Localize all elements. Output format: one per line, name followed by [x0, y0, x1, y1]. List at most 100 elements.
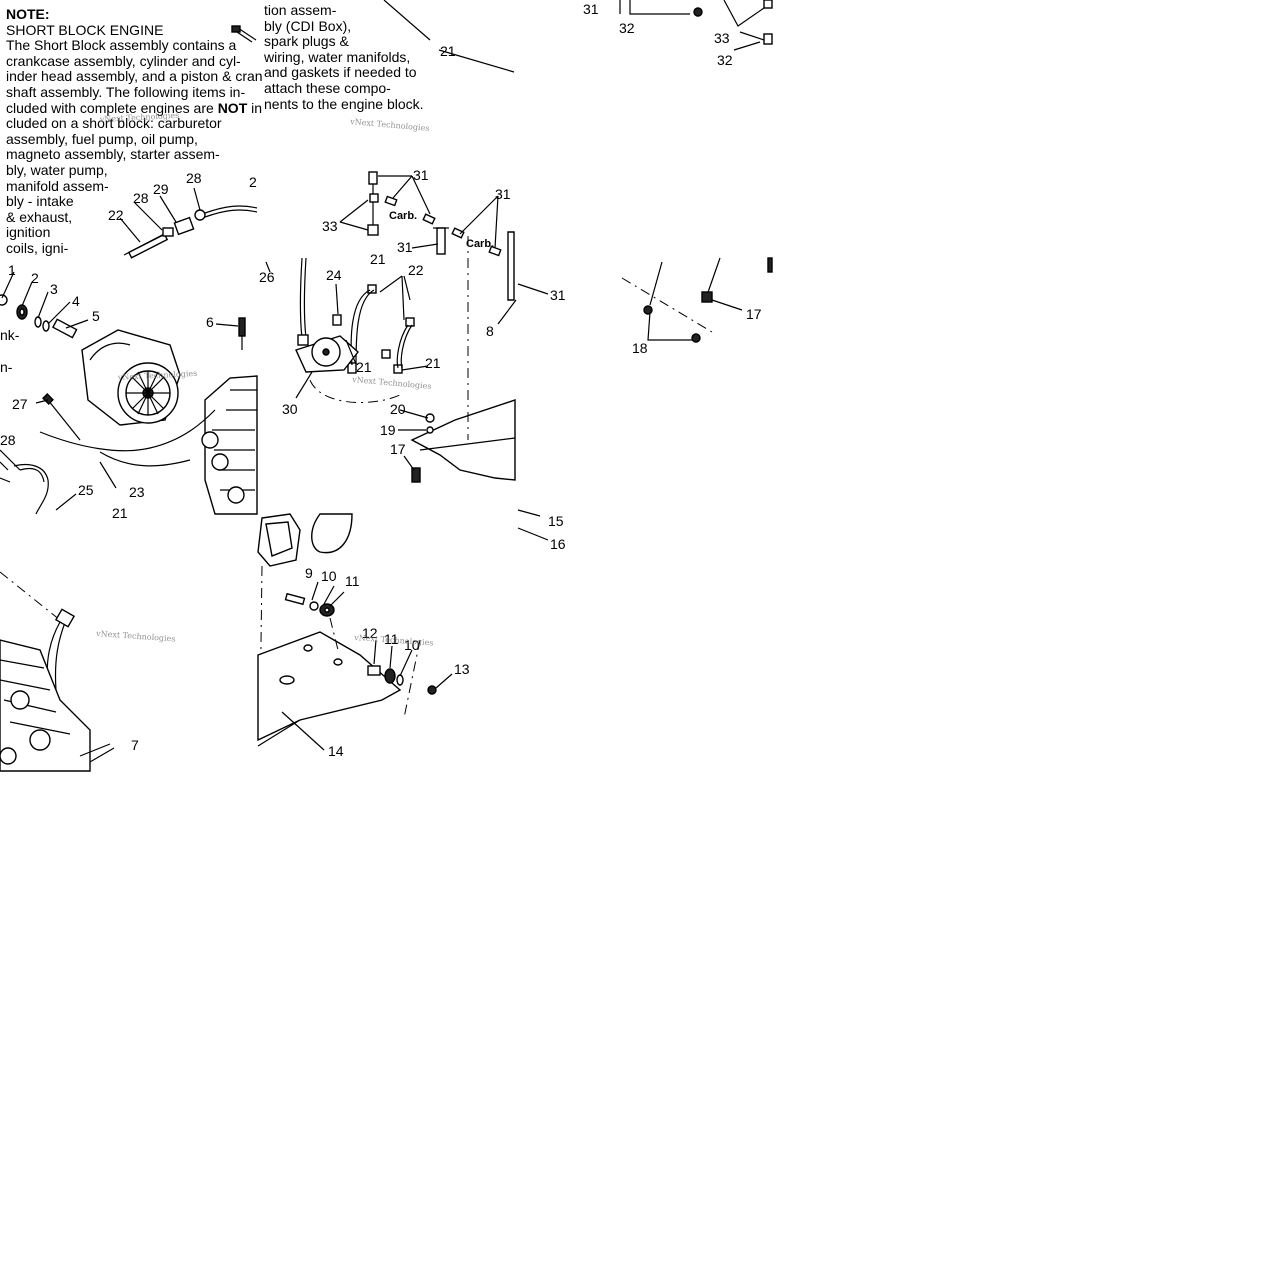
callout-33a: 33 [322, 218, 338, 234]
callout-22b: 22 [408, 262, 424, 278]
engine-lower-left [0, 571, 91, 772]
callout-numbers: 1 2 3 4 5 6 7 8 9 10 11 12 10 11 13 14 1… [0, 1, 762, 759]
muffler-fragment [257, 513, 353, 721]
note-line-2: crankcase assembly, cylinder and cyl- [6, 52, 241, 69]
callout-11b: 11 [384, 631, 399, 647]
callout-4: 4 [72, 293, 80, 309]
callout-21b: 21 [370, 251, 386, 267]
shaft-washers [0, 294, 78, 339]
note-block: NOTE: SHORT BLOCK ENGINE The Short Block… [6, 6, 263, 257]
callout-20: 20 [390, 401, 406, 417]
callout-10: 10 [321, 568, 337, 584]
engine-block-fragment [201, 375, 258, 515]
note-line-14: coils, igni- [6, 239, 69, 256]
callout-6: 6 [206, 314, 214, 330]
note-not-word: NOT [217, 99, 248, 116]
callout-5: 5 [92, 308, 100, 324]
callout-31c: 31 [397, 239, 413, 255]
fuel-fittings-top-right [629, 0, 773, 45]
recoil-starter [81, 329, 181, 426]
callout-17a: 17 [390, 441, 406, 457]
note-line-9: bly, water pump, [6, 161, 108, 178]
callout-22a: 22 [108, 207, 124, 223]
callout-28b: 28 [186, 170, 202, 186]
fuel-lines-center [297, 171, 502, 374]
note-cont-1: tion assem- [264, 2, 337, 18]
note-subheading: SHORT BLOCK ENGINE [6, 21, 164, 38]
partial-label-n: n- [0, 359, 13, 375]
note-line-1: The Short Block assembly contains a [6, 37, 237, 54]
callout-30: 30 [282, 401, 298, 417]
bolts-9-13 [284, 592, 437, 719]
partial-label-nk: nk- [0, 327, 20, 343]
callout-28a: 28 [133, 190, 149, 206]
note-cont-5: and gaskets if needed to [264, 64, 417, 81]
callout-31b: 31 [495, 186, 511, 202]
mounting-plate-14 [257, 631, 402, 747]
bolt-17-18 [621, 257, 773, 343]
note-line-11: bly - intake [6, 193, 74, 210]
callout-10b: 10 [404, 637, 420, 653]
note-cont-6: attach these compo- [264, 79, 391, 96]
callout-28c: 28 [0, 432, 16, 448]
note-line-8: magneto assembly, starter assem- [6, 146, 220, 163]
fuel-filter-assembly [123, 205, 258, 259]
note-line-7: assembly, fuel pump, oil pump, [6, 130, 198, 147]
callout-24: 24 [326, 267, 342, 283]
watermark-1: vNext Technologies [349, 117, 430, 133]
callout-21d: 21 [425, 355, 441, 371]
callout-1: 1 [8, 262, 16, 278]
note-line-12: & exhaust, [6, 208, 73, 225]
note-heading: NOTE: [6, 6, 50, 22]
note-cont-2: bly (CDI Box), [264, 17, 352, 34]
watermark-2: vNext Technologies [99, 111, 180, 124]
cables-left [0, 393, 216, 515]
spark-plug-6 [238, 317, 246, 350]
watermark-5: vNext Technologies [95, 629, 176, 644]
callout-18: 18 [632, 340, 648, 356]
callout-16: 16 [550, 536, 566, 552]
note-line-5-tail: in [247, 99, 263, 116]
fuel-pump [295, 335, 401, 404]
spark-plug-top-left [231, 25, 257, 43]
callout-26: 26 [259, 269, 275, 285]
note-line-4: shaft assembly. The following items in- [6, 83, 246, 100]
note-line-5-text: cluded with complete engines are [6, 99, 218, 116]
callout-13: 13 [454, 661, 470, 677]
callout-31e: 31 [583, 1, 599, 17]
callout-29: 29 [153, 181, 169, 197]
watermark-3: vNext Technologies [117, 369, 198, 382]
callout-19: 19 [380, 422, 396, 438]
callout-32a: 32 [619, 20, 635, 36]
note-line-3: inder head assembly, and a piston & cran [6, 68, 263, 85]
callout-25: 25 [78, 482, 94, 498]
callout-7: 7 [131, 737, 139, 753]
partial-label-2: 2 [249, 174, 257, 190]
callout-9: 9 [305, 565, 313, 581]
callout-11: 11 [345, 573, 360, 589]
carb-label-2: Carb. [466, 238, 494, 250]
note-continuation: tion assem- bly (CDI Box), spark plugs &… [264, 2, 514, 112]
callout-21c: 21 [356, 359, 372, 375]
callout-8: 8 [486, 323, 494, 339]
callout-32b: 32 [717, 52, 733, 68]
callout-27: 27 [12, 396, 28, 412]
callout-17b: 17 [746, 306, 762, 322]
callout-21a: 21 [440, 43, 456, 59]
callout-21e: 21 [112, 505, 128, 521]
carb-label-1: Carb. [389, 210, 417, 222]
watermark-4: vNext Technologies [351, 375, 432, 391]
callout-3: 3 [50, 281, 58, 297]
note-cont-3: spark plugs & [264, 33, 349, 50]
callout-15: 15 [548, 513, 564, 529]
carb-fragment-right [507, 231, 515, 301]
note-cont-7: nents to the engine block. [264, 95, 424, 112]
callout-31a: 31 [413, 167, 429, 183]
callout-14: 14 [328, 743, 344, 759]
callout-31d: 31 [550, 287, 566, 303]
note-line-13: ignition [6, 224, 51, 241]
callout-12: 12 [362, 625, 378, 641]
note-cont-4: wiring, water manifolds, [264, 48, 411, 65]
callout-23: 23 [129, 484, 145, 500]
